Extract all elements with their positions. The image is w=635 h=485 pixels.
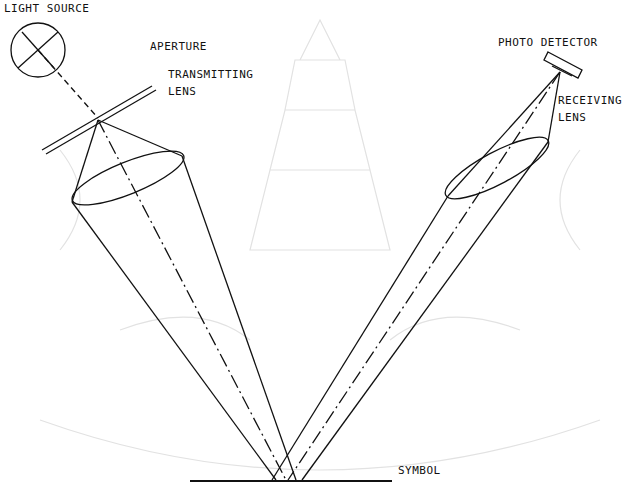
- optical-axis: [38, 50, 98, 118]
- aperture-label: APERTURE: [150, 38, 240, 55]
- photo-detector: [544, 52, 582, 78]
- lens-label: RECEIVING LENS: [558, 92, 630, 126]
- transmit-cone: [72, 120, 296, 480]
- light-source-label: LIGHT SOURCE: [4, 0, 124, 17]
- lens-label: TRANSMITTING LENS: [168, 66, 268, 100]
- symbol-label: SYMBOL: [398, 462, 468, 479]
- receive-cone: [272, 72, 560, 480]
- receiving-lens: [438, 127, 555, 210]
- detector-label: PHOTO DETECTOR: [498, 34, 618, 51]
- symbol-surface: [190, 480, 392, 482]
